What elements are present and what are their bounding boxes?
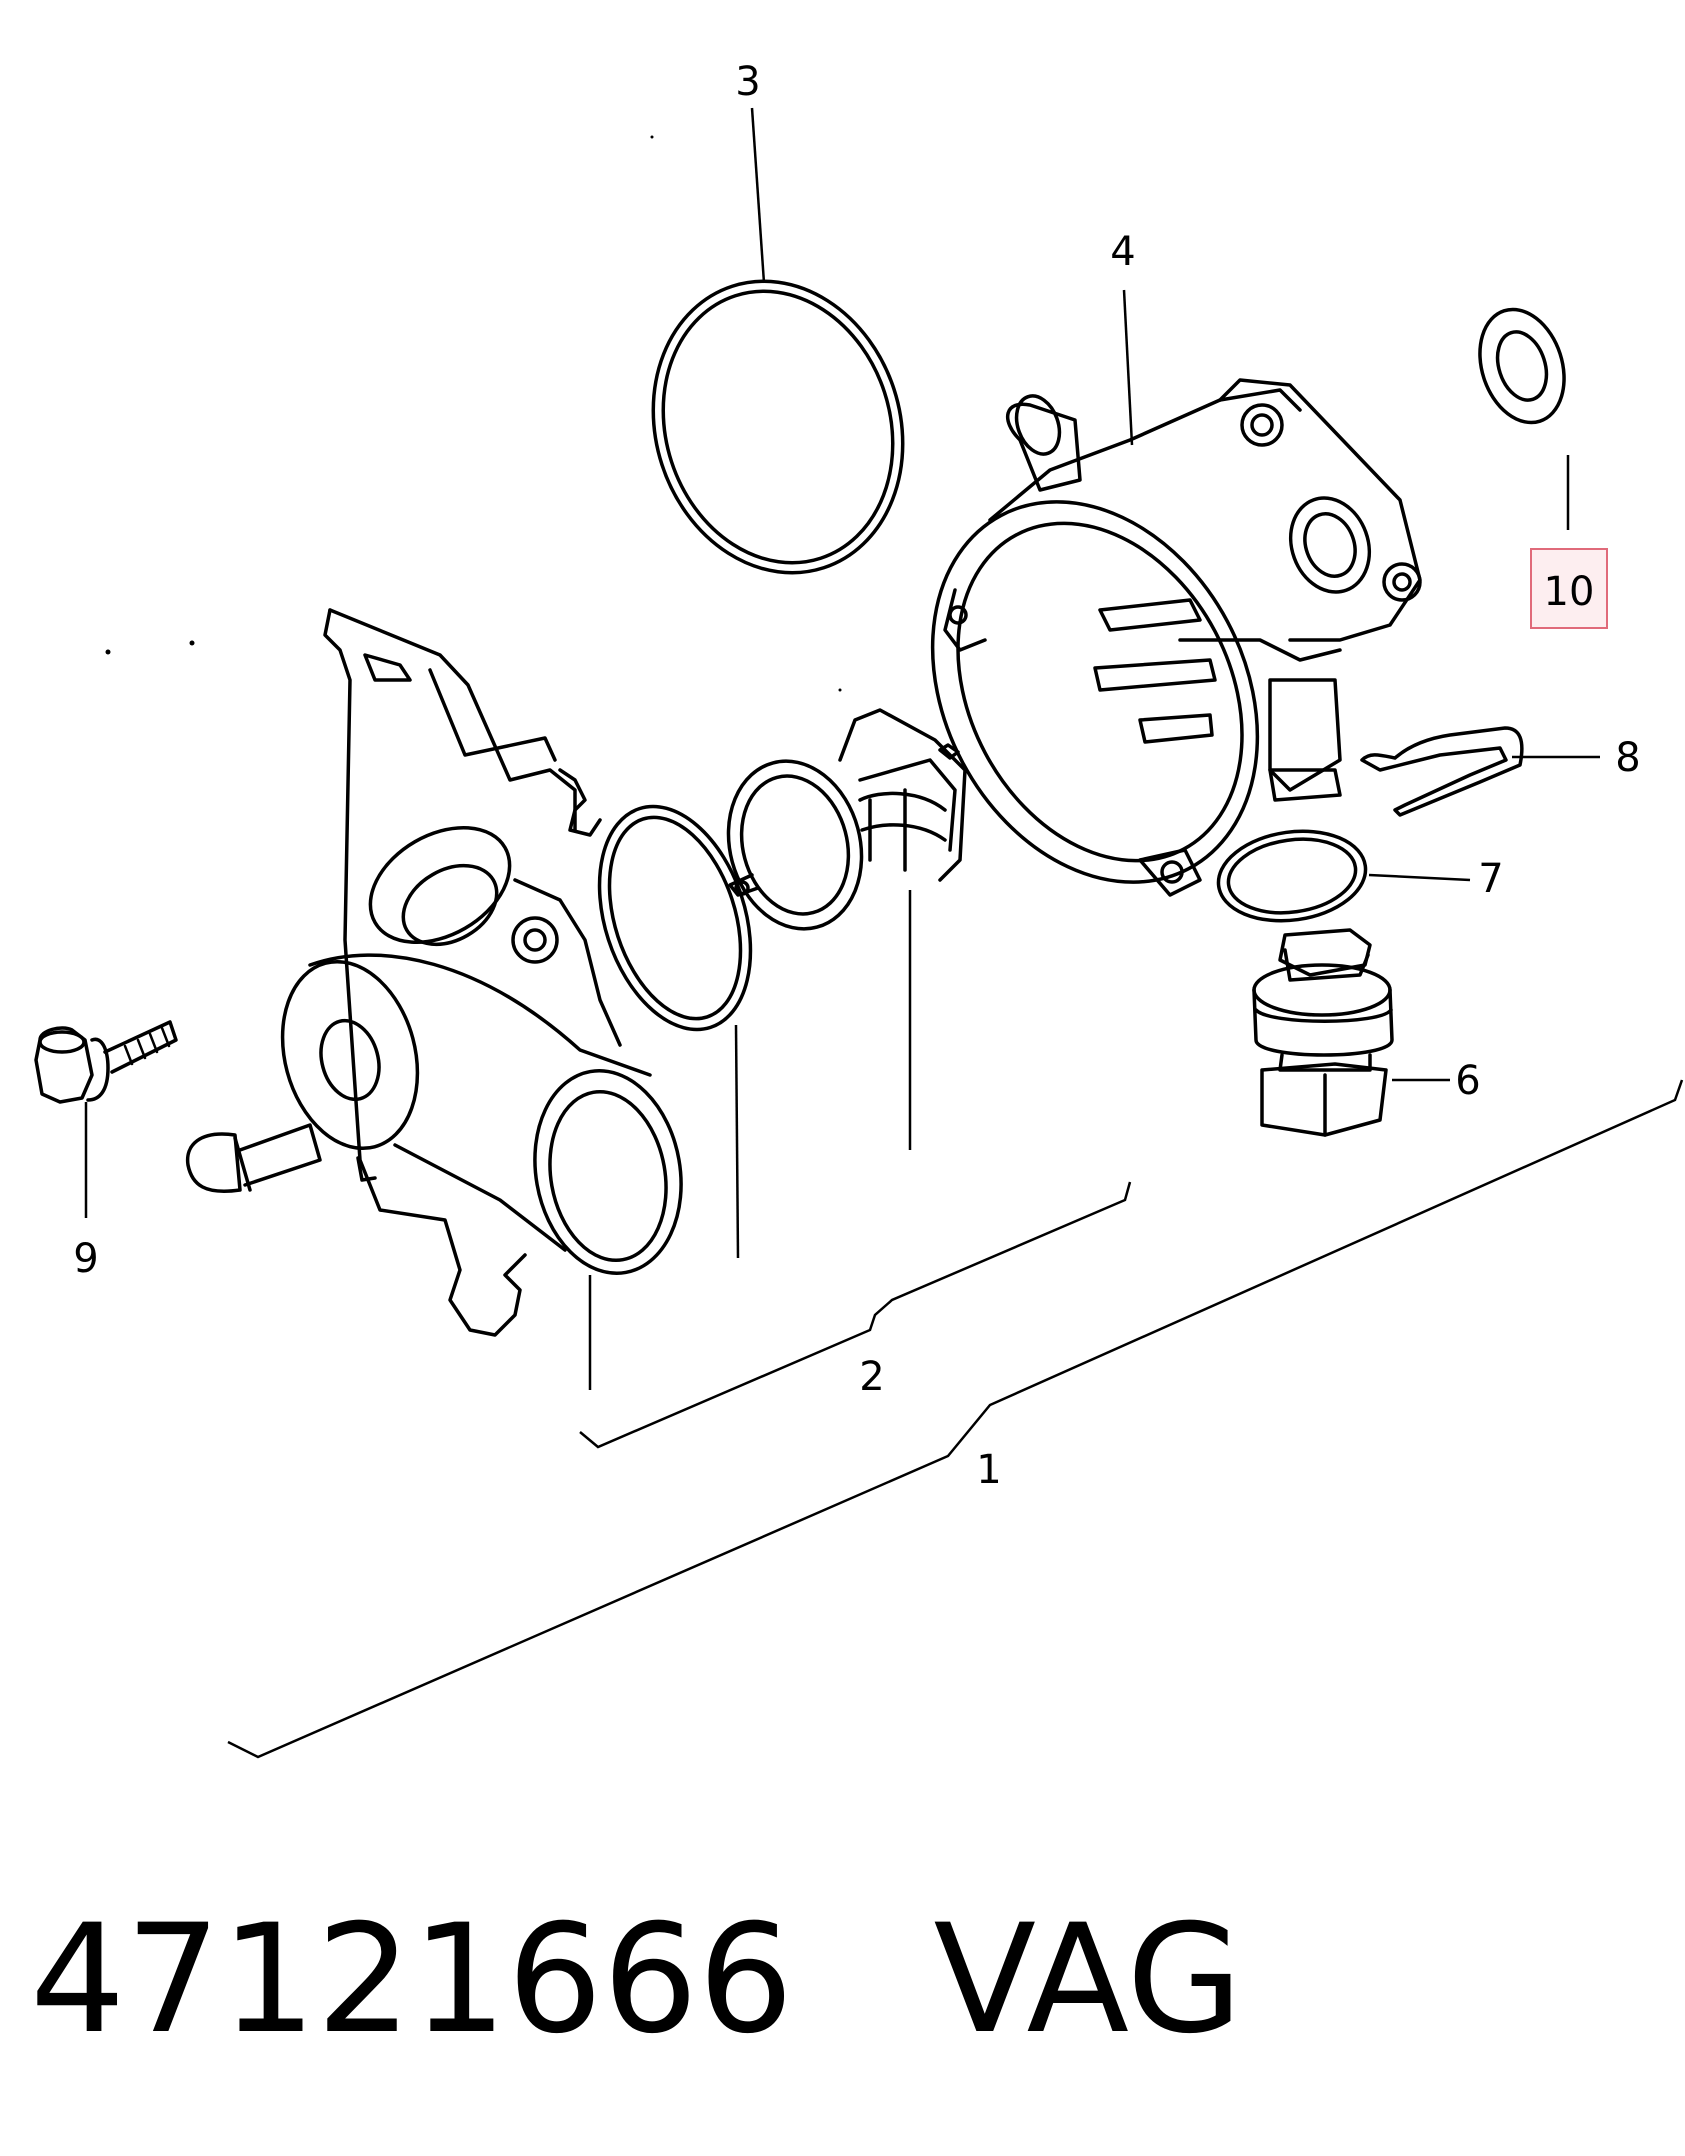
part-9-bolt bbox=[34, 1020, 178, 1104]
callout-7: 7 bbox=[1478, 856, 1503, 902]
callout-8: 8 bbox=[1615, 735, 1640, 781]
part-4-thermostat-housing bbox=[930, 378, 1422, 897]
callout-3: 3 bbox=[735, 59, 760, 105]
coolant-pipe-housing bbox=[185, 608, 683, 1337]
callout-6: 6 bbox=[1455, 1058, 1480, 1104]
callout-9: 9 bbox=[73, 1236, 98, 1282]
callout-2: 2 bbox=[859, 1354, 884, 1400]
leader-lines bbox=[84, 107, 1684, 1759]
part-7-small-o-ring bbox=[1216, 829, 1368, 923]
part-3-large-o-ring bbox=[651, 279, 905, 575]
part-8-retaining-clip bbox=[1360, 726, 1524, 817]
part-6-temperature-sender bbox=[1252, 928, 1394, 1137]
part-10-washer bbox=[1478, 307, 1566, 425]
callout-10: 10 bbox=[1544, 569, 1595, 615]
part-caption: 47121666 VAG bbox=[30, 1880, 1670, 2080]
part-number: 47121666 bbox=[30, 1893, 794, 2067]
callout-10-highlight bbox=[1530, 548, 1608, 629]
callout-labels: 3 4 10 8 7 6 9 2 1 bbox=[73, 59, 1640, 1493]
specks bbox=[105, 135, 842, 692]
medium-o-ring bbox=[597, 804, 753, 1032]
thermostat-insert bbox=[726, 708, 967, 931]
callout-4: 4 bbox=[1110, 229, 1135, 275]
callout-1: 1 bbox=[976, 1447, 1001, 1493]
exploded-parts-diagram: 3 4 10 8 7 6 9 2 1 bbox=[34, 59, 1684, 1759]
brand-name: VAG bbox=[933, 1893, 1243, 2067]
